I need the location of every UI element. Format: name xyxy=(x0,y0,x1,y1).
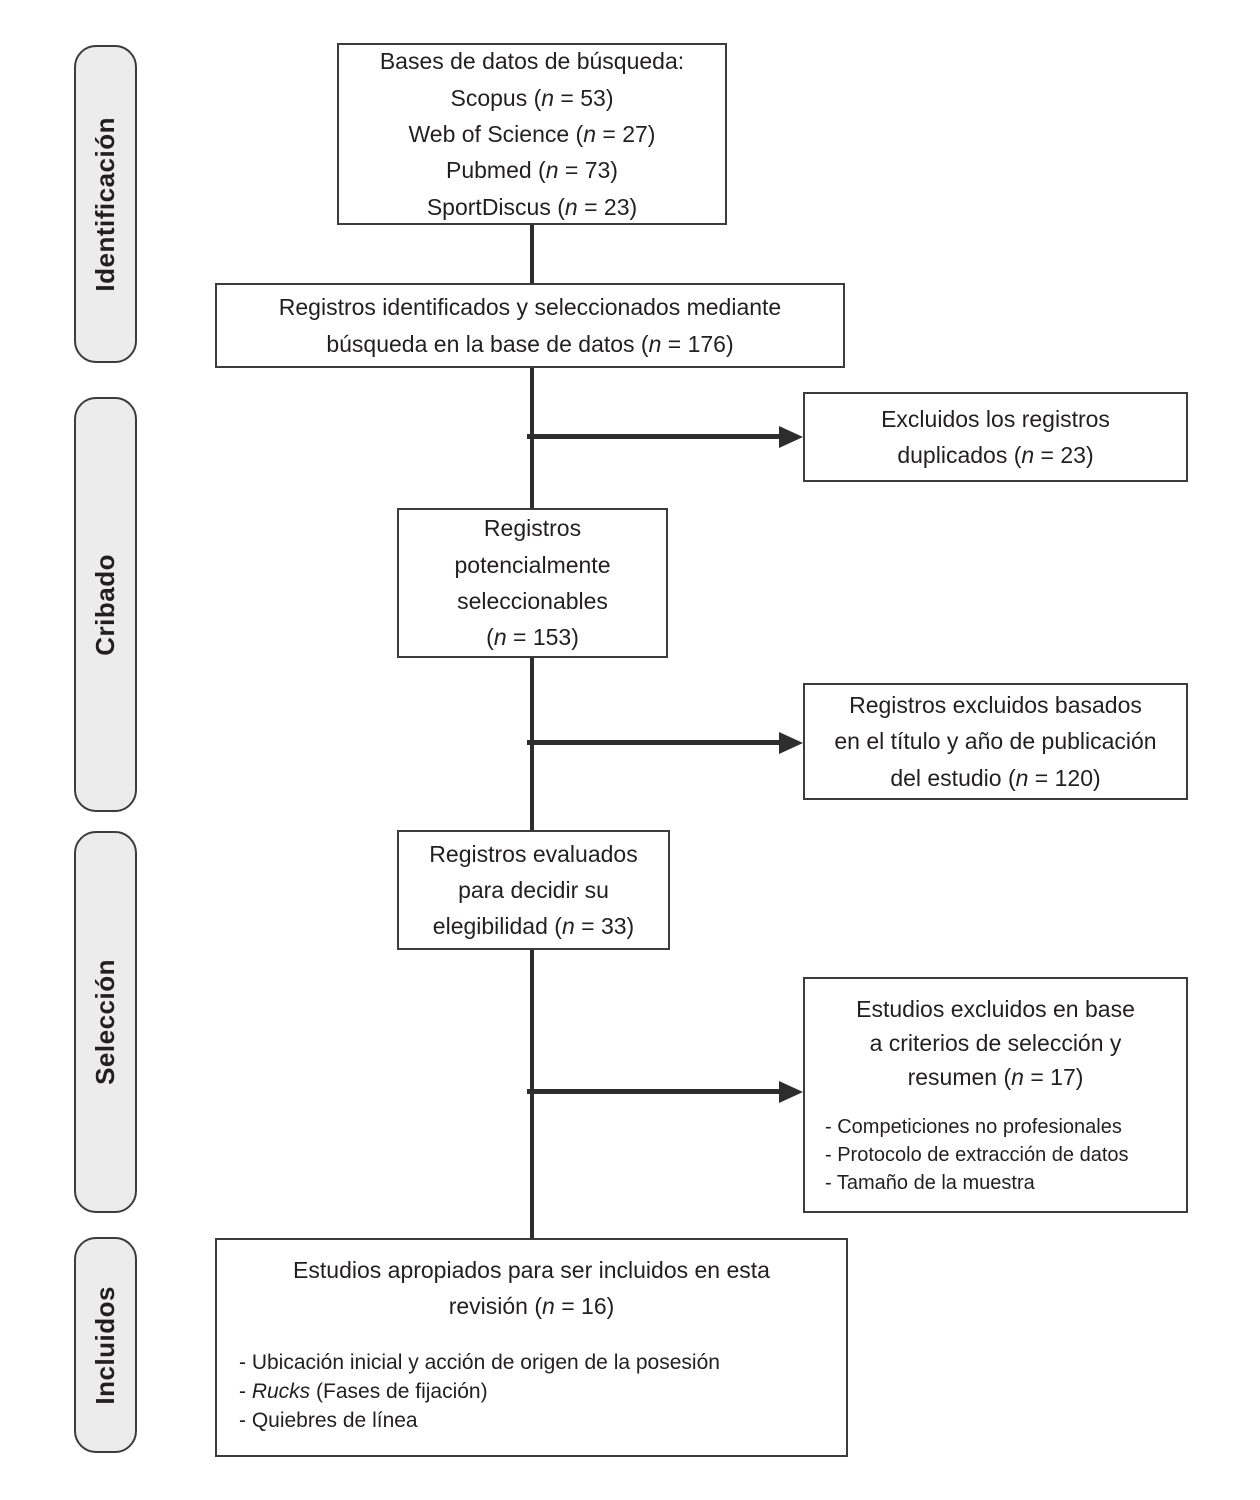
text-line: - Quiebres de línea xyxy=(239,1408,418,1432)
box-identified-records: Registros identificados y seleccionados … xyxy=(215,283,845,368)
box-text: Registros evaluados para decidir su elegib… xyxy=(399,836,668,945)
connector-v1 xyxy=(530,223,534,285)
box-evaluated-records: Registros evaluados para decidir su elegib… xyxy=(397,830,670,950)
arrow-shaft xyxy=(527,434,781,439)
text-line: elegibilidad (n = 33) xyxy=(432,913,635,940)
box-excluded-criteria: Estudios excluidos en base a criterios de… xyxy=(803,977,1188,1213)
stage-label: Incluidos xyxy=(90,1285,120,1405)
text-line: (n = 153) xyxy=(486,624,579,651)
text-line: seleccionables xyxy=(457,588,608,614)
box-bullet-list: - Ubicación inicial y acción de origen d… xyxy=(217,1349,846,1436)
text-line: - Protocolo de extracción de datos xyxy=(825,1143,1129,1166)
stage-pill-cribado: Cribado xyxy=(74,397,137,812)
box-text: Registros potencialmente seleccionables (n … xyxy=(399,510,666,655)
connector-v4 xyxy=(530,948,534,1240)
text-line: Registros evaluados xyxy=(429,840,638,867)
stage-label: Selección xyxy=(90,959,120,1085)
text-line: Registros xyxy=(483,515,582,542)
box-bullet-list: - Competiciones no profesionales - Protoc… xyxy=(805,1114,1186,1197)
text-line: Web of Science (n = 27) xyxy=(408,120,656,147)
stage-label: Cribado xyxy=(90,553,120,656)
arrow-shaft xyxy=(527,740,781,745)
arrow-to-title-year xyxy=(527,732,803,754)
text-line: duplicados (n = 23) xyxy=(897,442,1094,468)
text-line: búsqueda en la base de datos (n = 176) xyxy=(326,330,734,357)
text-line: Excluidos los registros xyxy=(881,405,1110,432)
text-line: resumen (n = 17) xyxy=(907,1063,1084,1090)
arrow-to-criteria xyxy=(527,1081,803,1103)
text-line: Pubmed (n = 73) xyxy=(446,157,618,184)
text-line: Registros excluidos basados xyxy=(849,692,1142,718)
box-excluded-duplicates: Excluidos los registros duplicados (n = 2… xyxy=(803,392,1188,482)
text-line: Scopus (n = 53) xyxy=(450,84,614,111)
text-line: revisión (n = 16) xyxy=(448,1293,615,1320)
text-line: del estudio (n = 120) xyxy=(890,764,1101,791)
text-line: SportDiscus (n = 23) xyxy=(426,193,638,220)
stage-pill-seleccion: Selección xyxy=(74,831,137,1213)
box-potential-records: Registros potencialmente seleccionables (n … xyxy=(397,508,668,658)
text-line: en el título y año de publicación xyxy=(834,728,1157,755)
arrowhead-right-icon xyxy=(779,732,803,754)
text-line: Registros identificados y seleccionados … xyxy=(278,294,782,321)
text-line: - Ubicación inicial y acción de origen d… xyxy=(239,1350,720,1374)
text-line: - Tamaño de la muestra xyxy=(825,1171,1035,1194)
box-text: Excluidos los registros duplicados (n = 2… xyxy=(805,401,1186,474)
box-title: Estudios excluidos en base a criterios de… xyxy=(805,993,1186,1094)
text-line: - Rucks (Fases de fijación) xyxy=(239,1379,488,1403)
box-text: Bases de datos de búsqueda: Scopus (n = 5… xyxy=(339,43,725,225)
text-line: potencialmente xyxy=(454,551,611,578)
box-included-studies: Estudios apropiados para ser incluidos e… xyxy=(215,1238,848,1457)
box-excluded-title-year: Registros excluidos basados en el título … xyxy=(803,683,1188,800)
stage-pill-identificacion: Identificación xyxy=(74,45,137,363)
text-line: Bases de datos de búsqueda: xyxy=(379,48,685,75)
arrowhead-right-icon xyxy=(779,426,803,448)
text-line: para decidir su xyxy=(458,876,609,903)
text-line: - Competiciones no profesionales xyxy=(825,1116,1122,1139)
text-line: Estudios apropiados para ser incluidos e… xyxy=(293,1257,770,1283)
stage-label: Identificación xyxy=(90,116,120,292)
box-text: Registros identificados y seleccionados … xyxy=(217,289,843,362)
box-search-databases: Bases de datos de búsqueda: Scopus (n = 5… xyxy=(337,43,727,225)
box-title: Estudios apropiados para ser incluidos e… xyxy=(217,1252,846,1325)
text-line: Estudios excluidos en base xyxy=(856,996,1135,1022)
stage-pill-incluidos: Incluidos xyxy=(74,1237,137,1453)
arrow-to-duplicates xyxy=(527,426,803,448)
text-line: a criterios de selección y xyxy=(869,1029,1122,1056)
arrowhead-right-icon xyxy=(779,1081,803,1103)
arrow-shaft xyxy=(527,1089,781,1094)
box-text: Registros excluidos basados en el título … xyxy=(805,687,1186,796)
